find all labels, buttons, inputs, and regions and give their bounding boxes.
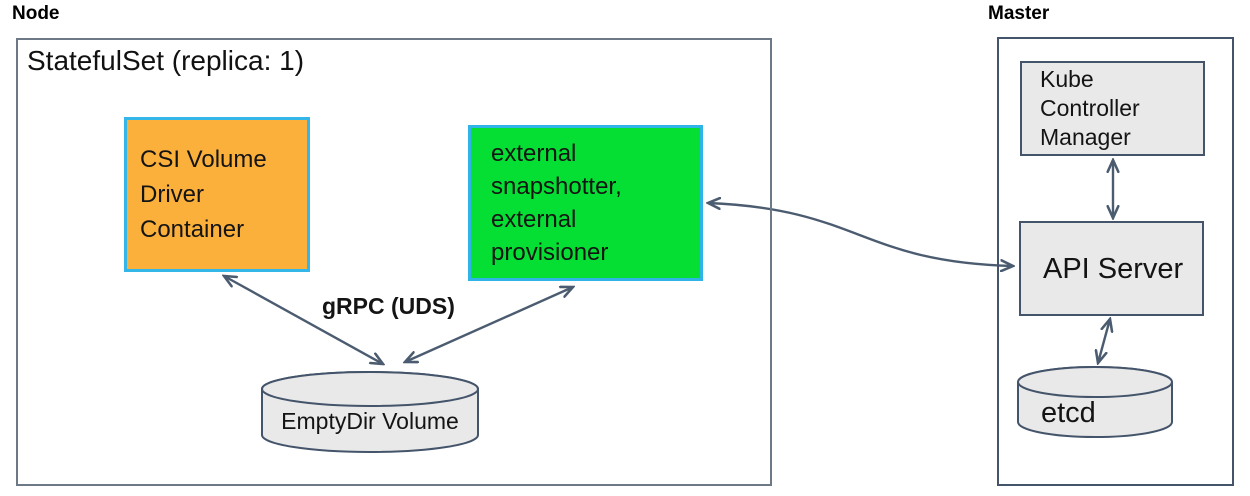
emptydir-cylinder xyxy=(261,371,479,453)
etcd-label: etcd xyxy=(1041,397,1096,429)
sidecar-apiserver-arrow xyxy=(708,203,1013,266)
master-section-title: Master xyxy=(988,3,1050,24)
csi-driver-label: CSI Volume Driver Container xyxy=(140,146,267,243)
sidecar-label: external snapshotter, external provision… xyxy=(491,140,622,266)
kube-controller-manager-label: Kube Controller Manager xyxy=(1040,66,1140,150)
apiserver-etcd-arrow xyxy=(1098,319,1110,363)
etcd-cylinder xyxy=(1017,366,1173,438)
api-server-box: API Server xyxy=(1019,221,1204,316)
statefulset-title: StatefulSet (replica: 1) xyxy=(27,45,305,76)
sidecar-emptydir-arrow xyxy=(405,287,573,362)
grpc-arrow-label: gRPC (UDS) xyxy=(322,293,455,319)
api-server-label: API Server xyxy=(1043,252,1184,285)
emptydir-label: EmptyDir Volume xyxy=(281,408,459,434)
node-section-title: Node xyxy=(12,3,60,24)
kube-controller-manager-box: Kube Controller Manager xyxy=(1020,61,1205,156)
sidecar-box: external snapshotter, external provision… xyxy=(468,125,703,281)
csi-emptydir-arrow xyxy=(224,276,383,364)
csi-driver-box: CSI Volume Driver Container xyxy=(124,117,310,272)
